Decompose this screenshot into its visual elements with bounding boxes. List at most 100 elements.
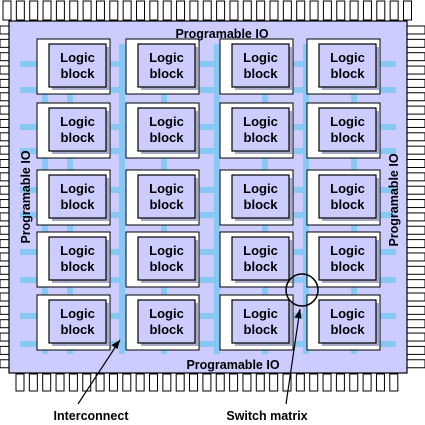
logic-block-label-line2: block: [150, 130, 185, 145]
pin-top: [162, 0, 172, 21]
pin-top: [176, 0, 186, 21]
io-label-top: Programable IO: [175, 27, 268, 41]
pin-bottom: [15, 373, 25, 392]
pin-left: [0, 159, 10, 168]
pin-left: [0, 78, 10, 88]
pin-right: [406, 159, 425, 168]
logic-block-frame-outline: [36, 169, 111, 226]
logic-block-frame-outline: [125, 294, 200, 351]
logic-block-label-line1: Logic: [60, 50, 95, 65]
switch-matrix-arrow: [285, 308, 301, 405]
pin-left: [0, 132, 10, 142]
logic-block-frame-outline: [306, 102, 381, 159]
pin-top: [403, 0, 412, 21]
pin-top: [242, 0, 252, 21]
logic-block-label-line1: Logic: [330, 114, 365, 129]
pin-right: [406, 92, 425, 102]
pin-right: [406, 199, 425, 209]
logic-block-label-line2: block: [244, 322, 279, 337]
interconnect-label: Interconnect: [53, 409, 129, 423]
pin-bottom: [375, 373, 385, 392]
pin-right: [406, 212, 425, 222]
pin-left: [0, 92, 10, 102]
logic-block-label-line2: block: [244, 259, 279, 274]
pin-bottom: [202, 373, 212, 392]
pin-bottom: [335, 373, 345, 392]
interconnect-arrow: [77, 339, 121, 405]
logic-block-label-line1: Logic: [149, 114, 184, 129]
pin-top: [122, 0, 132, 21]
logic-block-label-line2: block: [331, 66, 366, 81]
pin-left: [0, 279, 10, 289]
logic-block-frame-outline: [219, 38, 294, 95]
logic-block-body: [318, 174, 377, 219]
logic-block-body: [318, 299, 377, 344]
logic-block-body: [48, 43, 107, 88]
logic-block-body: [48, 236, 107, 281]
pin-right: [406, 132, 425, 142]
pin-top: [376, 0, 386, 21]
logic-block-label-line2: block: [61, 130, 96, 145]
logic-block-frame-outline: [306, 231, 381, 288]
logic-block-frame-outline: [306, 294, 381, 351]
logic-block-frame-outline: [36, 231, 111, 288]
pin-top: [15, 0, 25, 21]
pin-right: [406, 78, 425, 88]
pin-top: [389, 0, 399, 21]
pin-top: [2, 0, 12, 21]
logic-block-label-line2: block: [331, 259, 366, 274]
logic-block-body: [137, 236, 196, 281]
pin-left: [0, 345, 10, 355]
logic-block-label-line1: Logic: [243, 50, 278, 65]
pin-bottom: [108, 373, 118, 392]
logic-block-body: [318, 236, 377, 281]
logic-block-frame-outline: [219, 294, 294, 351]
pin-right: [406, 252, 425, 262]
pin-top: [362, 0, 372, 21]
io-label-right: Programable IO: [387, 153, 401, 246]
pin-left: [0, 105, 10, 115]
pin-left: [0, 185, 10, 195]
pin-bottom: [269, 373, 279, 392]
pin-bottom: [28, 373, 38, 392]
pin-top: [336, 0, 346, 21]
pin-left: [0, 199, 10, 209]
pin-right: [406, 332, 425, 342]
pin-bottom: [215, 373, 225, 392]
pin-bottom: [389, 373, 399, 392]
pin-right: [406, 345, 425, 355]
pin-left: [0, 118, 10, 128]
pin-top: [256, 0, 266, 21]
pin-bottom: [55, 373, 65, 392]
logic-block-label-line1: Logic: [60, 243, 95, 258]
pin-left: [0, 65, 10, 75]
logic-block-frame-outline: [219, 231, 294, 288]
pin-bottom: [362, 373, 372, 392]
pin-bottom: [122, 373, 132, 392]
logic-block-label-line2: block: [244, 66, 279, 81]
pin-top: [29, 0, 39, 21]
logic-block-label-line1: Logic: [60, 114, 95, 129]
pin-left: [0, 52, 10, 62]
pin-top: [309, 0, 319, 21]
logic-block-label-line1: Logic: [243, 306, 278, 321]
pin-bottom: [135, 373, 145, 392]
pin-bottom: [309, 373, 319, 392]
logic-block-frame-outline: [36, 38, 111, 95]
pin-right: [406, 185, 425, 195]
logic-block-label-line2: block: [150, 259, 185, 274]
pin-left: [0, 292, 10, 302]
logic-block-body: [231, 236, 290, 281]
